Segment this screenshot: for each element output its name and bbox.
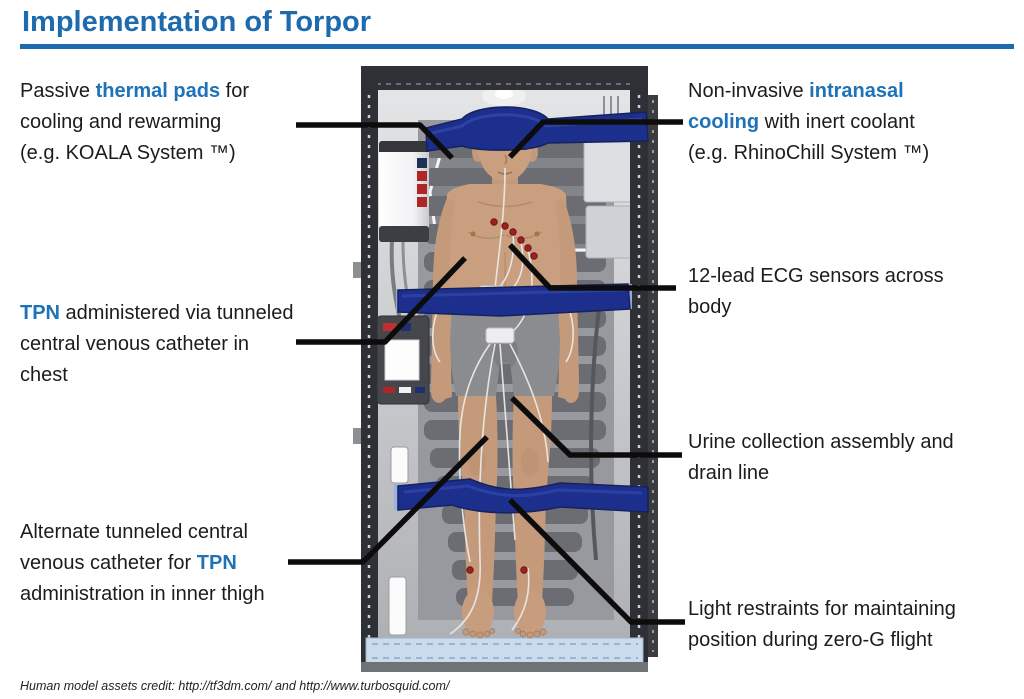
callout-thermal-pads: Passive thermal pads for cooling and rew… [20,76,320,169]
label-line: Urine collection assembly and [688,431,954,453]
restraint-straps [394,106,649,514]
label-line: cooling with inert coolant [688,111,915,133]
catheter-hub-lower [485,327,515,344]
leader-thermal-pads [296,122,454,160]
label-line: Passive thermal pads for [20,80,249,102]
callout-alt-tpn: Alternate tunneled central venous cathet… [20,517,320,610]
tpn-monitor-device [376,315,430,405]
label-line: chest [20,364,68,386]
callout-urine: Urine collection assembly and drain line [688,427,1018,489]
label-line: Alternate tunneled central [20,521,248,543]
label-line: TPN administered via tunneled [20,302,294,324]
label-line: cooling and rewarming [20,111,222,133]
callout-ecg: 12-lead ECG sensors across body [688,261,1018,323]
leader-tpn-chest [296,256,467,345]
label-line: (e.g. KOALA System ™) [20,142,236,164]
leader-ecg [507,243,676,291]
leader-intranasal [507,119,683,159]
label-line: drain line [688,462,770,484]
credit-line: Human model assets credit: http://tf3dm.… [20,679,450,693]
label-line: administration in inner thigh [20,583,265,605]
label-line: central venous catheter in [20,333,250,355]
page-title: Implementation of Torpor [22,6,372,38]
callout-leader-lines [288,119,685,625]
label-line: (e.g. RhinoChill System ™) [688,142,930,164]
label-line: body [688,296,732,318]
label-line: 12-lead ECG sensors across [688,265,944,287]
leader-alt-tpn [288,435,489,565]
label-line: Light restraints for maintaining [688,598,956,620]
callout-restraints: Light restraints for maintaining positio… [688,594,1018,656]
title-underline-rule [20,44,1014,49]
callout-intranasal: Non-invasive intranasal cooling with ine… [688,76,1018,169]
callout-tpn-chest: TPN administered via tunneled central ve… [20,298,320,391]
leader-urine [510,396,682,458]
label-line: Non-invasive intranasal [688,80,904,102]
leader-restraints [508,498,685,625]
koala-thermal-device [379,141,429,242]
label-line: position during zero-G flight [688,629,933,651]
label-line: venous catheter for TPN [20,552,237,574]
